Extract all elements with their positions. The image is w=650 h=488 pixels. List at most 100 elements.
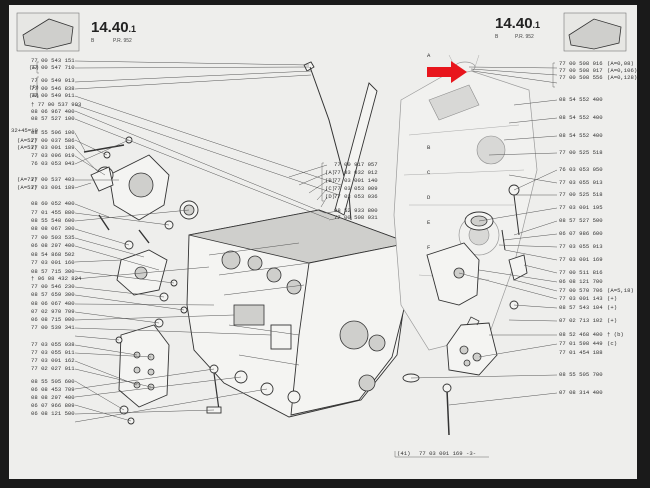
right-part-number: 77 03 055 013: [559, 179, 603, 186]
middle-part-number: 77 00 508 031: [334, 214, 378, 221]
left-part-number: 77 03 055 011: [31, 349, 75, 356]
thumbnail-engine-icon-right: [563, 12, 627, 52]
right-part-number: 08 54 552 400: [559, 96, 603, 103]
middle-tag: (D): [325, 193, 336, 200]
left-part-number: 77 03 055 038: [31, 341, 75, 348]
oil-filter-housing: [115, 324, 222, 425]
left-part-number: 77 00 546 230: [31, 283, 75, 290]
right-part-number: 77 01 598 449: [559, 340, 603, 347]
left-part-number: 06 08 453 709: [31, 386, 75, 393]
dipstick: [303, 61, 378, 221]
footer-ref: (41): [397, 450, 411, 457]
left-section-suffix: .1: [128, 24, 137, 34]
ghost-letter: E: [427, 219, 431, 226]
right-part-number: 76 03 053 050: [559, 166, 603, 173]
right-part-number: 77 03 055 013: [559, 243, 603, 250]
right-top-part-number: 77 00 508 017: [559, 67, 603, 74]
right-top-part-number: 77 00 508 556: [559, 74, 603, 81]
ghost-letter: D: [427, 194, 431, 201]
left-short-tag: 32+45=10: [11, 127, 38, 134]
right-section-number: 14.40.1: [495, 15, 540, 32]
right-part-number: 77 00 570 706: [559, 287, 603, 294]
left-part-number: 07 02 970 709: [31, 308, 75, 315]
thumbnail-engine-icon: [16, 12, 80, 52]
right-letter: B: [495, 34, 499, 40]
right-part-number: 08 57 543 104: [559, 304, 603, 311]
left-prefix: (A=52): [17, 137, 38, 144]
left-part-number: 08 57 715 300: [31, 268, 75, 275]
right-suffix: (c): [607, 340, 618, 347]
right-suffix: (A=5,18): [607, 287, 634, 294]
left-part-number: 77 00 537 403: [31, 176, 75, 183]
left-prefix: (E): [29, 64, 40, 71]
left-part-number: 08 57 659 300: [31, 291, 75, 298]
left-part-number: 08 08 067 300: [31, 225, 75, 232]
right-top-note: (A=0,08): [607, 60, 634, 67]
right-part-number: 08 57 527 500: [559, 217, 603, 224]
right-part-number: 77 01 454 188: [559, 349, 603, 356]
left-part-number: 08 55 548 600: [31, 217, 75, 224]
left-part-number: 77 00 549 911: [31, 92, 75, 99]
right-part-number: 77 03 001 143: [559, 295, 603, 302]
left-prefix: (A=53): [17, 184, 38, 191]
label-brackets: [36, 61, 555, 202]
right-part-number: 77 00 511 816: [559, 269, 603, 276]
right-part-number: 08 54 552 400: [559, 132, 603, 139]
right-parts: [402, 184, 528, 436]
left-part-number: 08 06 967 400: [31, 108, 75, 115]
leader-lines-left: [74, 60, 342, 423]
leader-lines-right: [410, 66, 558, 406]
left-part-number: 77 01 455 880: [31, 209, 75, 216]
left-part-number: 77 00 547 710: [31, 64, 75, 71]
ghost-letter: C: [427, 169, 431, 176]
left-section-number: 14.40.1: [91, 19, 136, 36]
right-suffix: (+): [607, 295, 618, 302]
left-part-number: 77 00 503 535: [31, 234, 75, 241]
left-part-number: 08 60 052 400: [31, 200, 75, 207]
left-part-number: 08 55 506 100: [31, 129, 75, 136]
engine-block: [186, 209, 412, 418]
left-part-number: 06 08 121 500: [31, 410, 75, 417]
right-ref: P.R. 952: [515, 34, 534, 40]
left-part-number: 77 03 001 162: [31, 357, 75, 364]
left-part-number: 08 08 297 400: [31, 394, 75, 401]
right-part-number: 06 08 121 700: [559, 278, 603, 285]
right-top-note: (A=0,106): [607, 67, 638, 74]
right-section-suffix: .1: [532, 20, 541, 30]
left-prefix: (A=53): [17, 144, 38, 151]
middle-part-number: 77 03 001 140: [334, 177, 378, 184]
ghost-letter: F: [427, 244, 431, 251]
middle-tag: (C): [325, 185, 336, 192]
right-suffix: † (b): [607, 331, 624, 338]
left-part-number: 77 00 543 151: [31, 57, 75, 64]
left-part-number: 77 00 549 913: [31, 77, 75, 84]
left-part-number: 77 03 001 189: [31, 184, 75, 191]
footer-number: 77 03 001 169 -3-: [419, 450, 477, 457]
right-suffix: (+): [607, 304, 618, 311]
right-part-number: 77 03 001 195: [559, 204, 603, 211]
middle-part-number: 77 03 053 036: [334, 193, 378, 200]
middle-part-number: 77 03 032 012: [334, 169, 378, 176]
left-part-number: 77 00 539 341: [31, 324, 75, 331]
middle-part-number: 08 52 933 800: [334, 207, 378, 214]
parts-catalog-sheet: 14.40.1 B P.R. 952 14.40.1 B P.R. 952 77…: [9, 5, 637, 479]
left-part-number: 08 54 868 502: [31, 251, 75, 258]
left-part-number: † 06 08 432 824: [31, 275, 82, 282]
water-pump-housing: [90, 154, 199, 221]
right-top-note: (A=0,128): [607, 74, 638, 81]
middle-tag: (B): [325, 177, 336, 184]
left-part-number: 77 03 001 160: [31, 259, 75, 266]
left-part-number: † 77 00 537 903: [31, 101, 82, 108]
right-top-part-number: 77 00 508 016: [559, 60, 603, 67]
left-part-number: 06 08 297 400: [31, 242, 75, 249]
footer-bracket: [394, 451, 489, 458]
right-part-number: 77 00 525 518: [559, 149, 603, 156]
right-suffix: (+): [607, 317, 618, 324]
right-part-number: 08 55 505 700: [559, 371, 603, 378]
left-part-number: 06 07 966 809: [31, 402, 75, 409]
left-prefix: (F): [29, 84, 40, 91]
left-part-number: 77 00 546 838: [31, 85, 75, 92]
right-part-number: 08 54 552 400: [559, 114, 603, 121]
right-part-number: 77 03 001 169: [559, 256, 603, 263]
